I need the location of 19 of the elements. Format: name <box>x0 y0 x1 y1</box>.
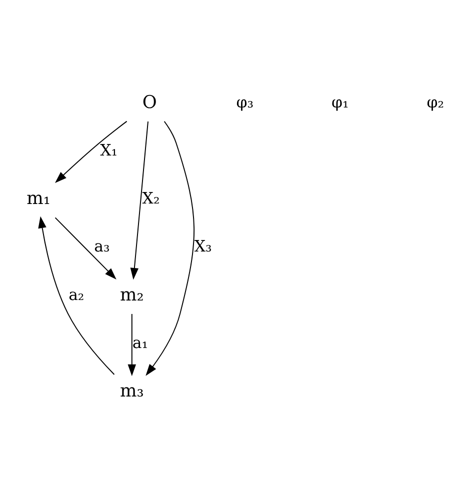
arrow <box>38 216 115 375</box>
edge-label: X₂ <box>142 188 160 208</box>
edge-label: a₂ <box>68 284 84 304</box>
node-text: O <box>142 92 157 113</box>
node-text: m₁ <box>26 189 51 210</box>
arrow <box>130 121 148 280</box>
arrow <box>146 120 195 376</box>
edge-label: X₃ <box>194 236 212 256</box>
node-text: m₂ <box>120 285 144 306</box>
arrow <box>54 217 116 280</box>
label: φ₃ <box>236 92 254 112</box>
edge-label: X₁ <box>100 140 118 160</box>
arrow <box>128 313 136 376</box>
label: φ₁ <box>331 92 349 112</box>
node-text: m₃ <box>120 382 144 402</box>
arrow <box>54 120 128 184</box>
edge-label: a₁ <box>132 332 148 352</box>
edge-label: a₃ <box>94 236 110 256</box>
label: φ₂ <box>426 92 444 112</box>
